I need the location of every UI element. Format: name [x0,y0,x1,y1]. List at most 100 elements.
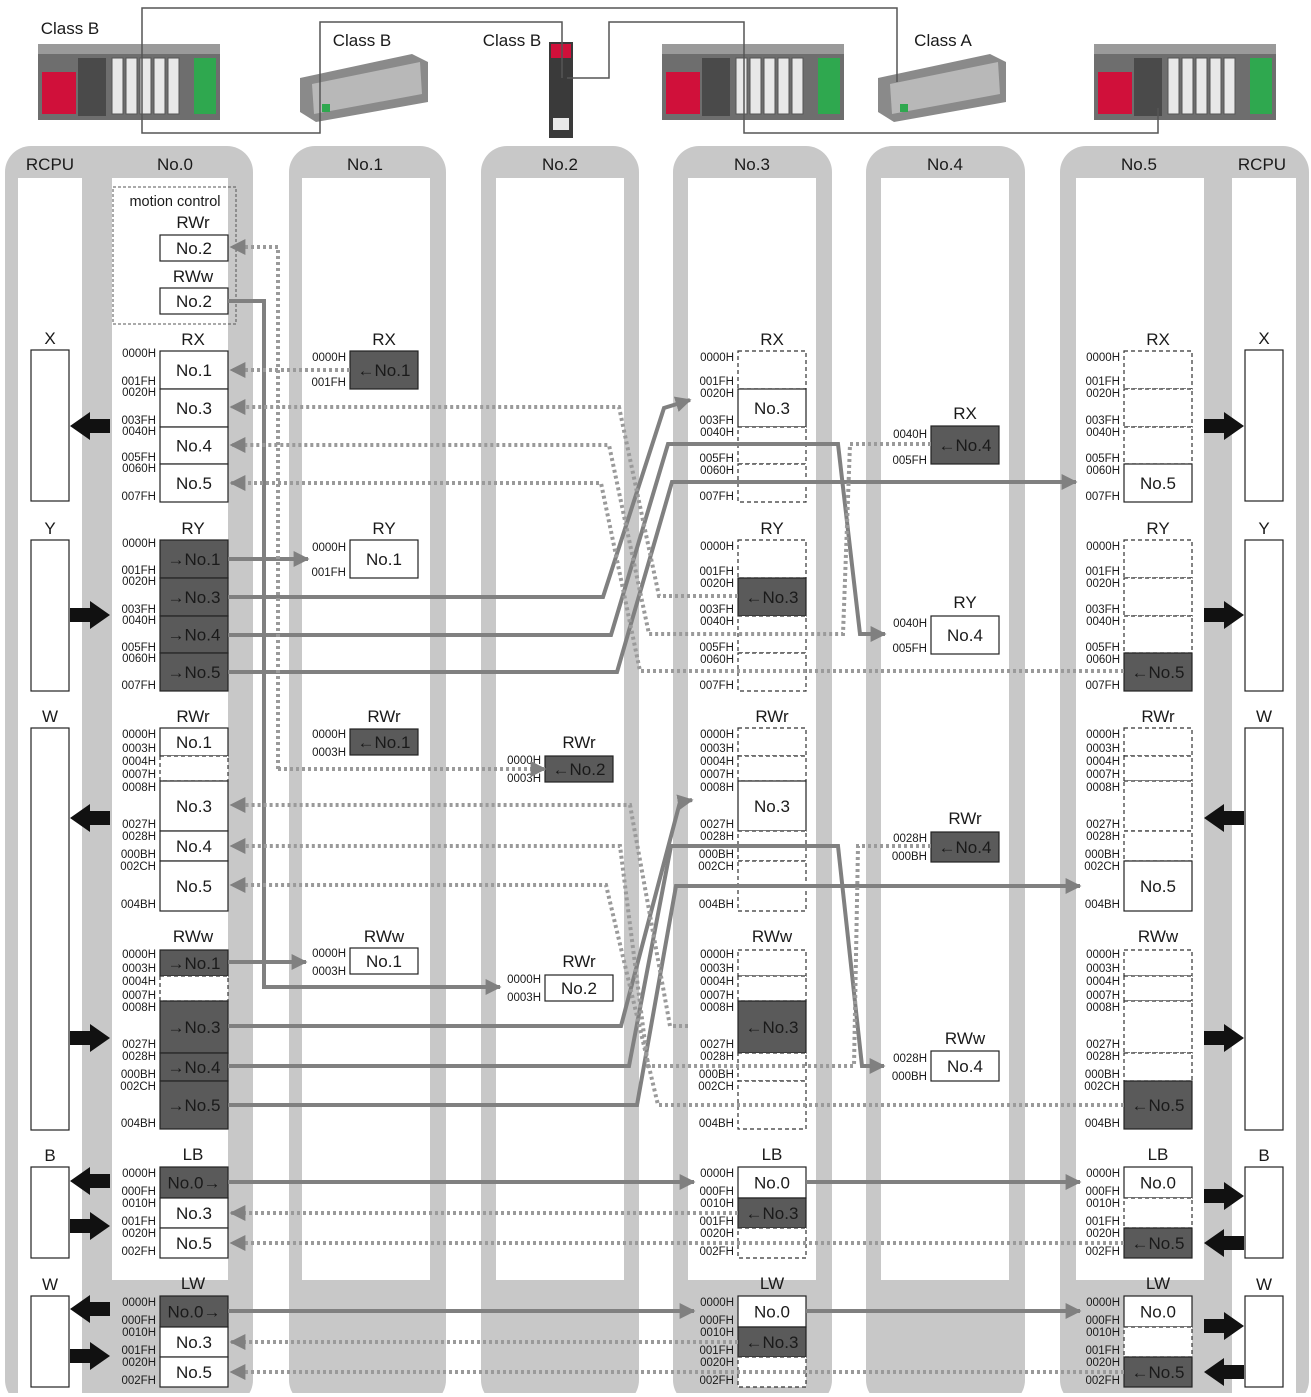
address-label: 0060H [122,653,156,665]
rcpu-label-right: RCPU [1238,155,1286,174]
address-label: 0000H [507,974,541,986]
address-label: 0003H [312,747,346,759]
motion-control-area [112,186,237,325]
address-label: 004BH [1085,1118,1120,1130]
receive-flow-line [229,239,280,769]
no0-lw-cell-text: No.0→ [168,1303,221,1322]
address-label: 0004H [700,976,734,988]
no0-rx-cell [159,388,229,428]
station-name-no5: No.5 [1121,155,1157,174]
no3-ry-cell [737,577,807,617]
no3-ry-cell [737,539,807,579]
address-label: 0007H [122,990,156,1002]
address-label: 0028H [1086,1051,1120,1063]
address-label: 0020H [122,576,156,588]
address-label: 003FH [1085,415,1120,427]
terminal-block [900,104,908,112]
no0-rww-cell-text: →No.3 [168,1018,221,1037]
station-name-no3: No.3 [734,155,770,174]
no3-rwr-title: RWr [755,707,789,726]
no3-lb-title: LB [762,1145,783,1164]
no3-lw-cell-text: ←No.3 [746,1333,799,1352]
address-label: 0007H [700,990,734,1002]
address-label: 0027H [122,1039,156,1051]
no3-rx-cell-text: No.3 [754,399,790,418]
no0-lw-cell [159,1356,229,1388]
address-label: 0007H [122,769,156,781]
no1-rwr-cell-text: ←No.1 [358,733,411,752]
address-label: 0010H [1086,1327,1120,1339]
address-label: 0000H [312,948,346,960]
lane-inner [496,178,624,1280]
refresh-arrow [70,412,110,440]
address-label: 005FH [699,642,734,654]
no5-rwr-cell [1123,727,1193,757]
address-label: 0027H [122,819,156,831]
no0-lb-title: LB [183,1145,204,1164]
address-label: 005FH [892,643,927,655]
refresh-arrow [1204,601,1244,629]
no5-lb-cell-text: No.0 [1140,1174,1176,1193]
no0-rwr-title: RWr [176,707,210,726]
address-label: 0008H [1086,782,1120,794]
address-label: 0040H [122,615,156,627]
address-label: 002CH [120,861,156,873]
address-label: 000BH [699,1069,734,1081]
address-label: 0000H [700,352,734,364]
refresh-arrow [70,1212,110,1240]
io-module [749,57,762,115]
address-label: 000FH [699,1315,734,1327]
io-module [111,57,124,115]
address-label: 0060H [1086,654,1120,666]
no3-rwr-cell-text: No.3 [754,797,790,816]
no0-ry-cell-text: →No.3 [168,588,221,607]
address-label: 0004H [700,756,734,768]
no0-rx-cell-text: No.4 [176,437,212,456]
no5-rww-cell [1123,949,1193,977]
address-label: 002CH [698,861,734,873]
address-label: 001FH [121,565,156,577]
no0-ry-cell [159,615,229,654]
address-label: 0020H [1086,388,1120,400]
no0-rx-cell-text: No.5 [176,474,212,493]
device-class-label-no2: Class B [483,31,542,50]
io-module [1181,57,1194,115]
no0-lw-title: LW [181,1274,205,1293]
device-class-label-no0: Class B [41,19,100,38]
no0-rww-cell-text: →No.5 [168,1096,221,1115]
address-label: 002FH [1085,1375,1120,1387]
no0-lw-cell-text: No.3 [176,1333,212,1352]
address-label: 0007H [1086,990,1120,1002]
address-label: 0000H [1086,1168,1120,1180]
io-module [1167,57,1180,115]
no0-ry-cell-text: →No.1 [168,550,221,569]
address-label: 0008H [1086,1002,1120,1014]
address-label: 004BH [121,899,156,911]
address-label: 001FH [699,376,734,388]
address-label: 002FH [121,1375,156,1387]
address-label: 0040H [1086,616,1120,628]
no5-ry-title: RY [1146,519,1169,538]
no4-rx-cell [930,425,1000,465]
no2-rwr-out-cell [544,974,614,1002]
no5-lw-cell-text: No.0 [1140,1303,1176,1322]
send-flow-line [228,396,692,599]
servo-port [553,118,569,130]
lane-inner [881,178,1009,1280]
no5-lb-title: LB [1148,1145,1169,1164]
no1-rwr-cell [349,728,419,756]
no2-rwr-out-cell-text: No.2 [561,979,597,998]
address-label: 0040H [893,429,927,441]
address-label: 005FH [699,453,734,465]
address-label: 007FH [1085,680,1120,692]
cpu-lw-bar-right [1244,1295,1284,1388]
no1-rx-cell-text: ←No.1 [358,361,411,380]
address-label: 0000H [312,542,346,554]
address-label: 002FH [699,1246,734,1258]
rcpu-label-left: RCPU [26,155,74,174]
address-label: 002FH [699,1375,734,1387]
address-label: 0008H [122,782,156,794]
address-label: 0003H [700,743,734,755]
cpu-w-bar-right-label: W [1256,707,1272,726]
